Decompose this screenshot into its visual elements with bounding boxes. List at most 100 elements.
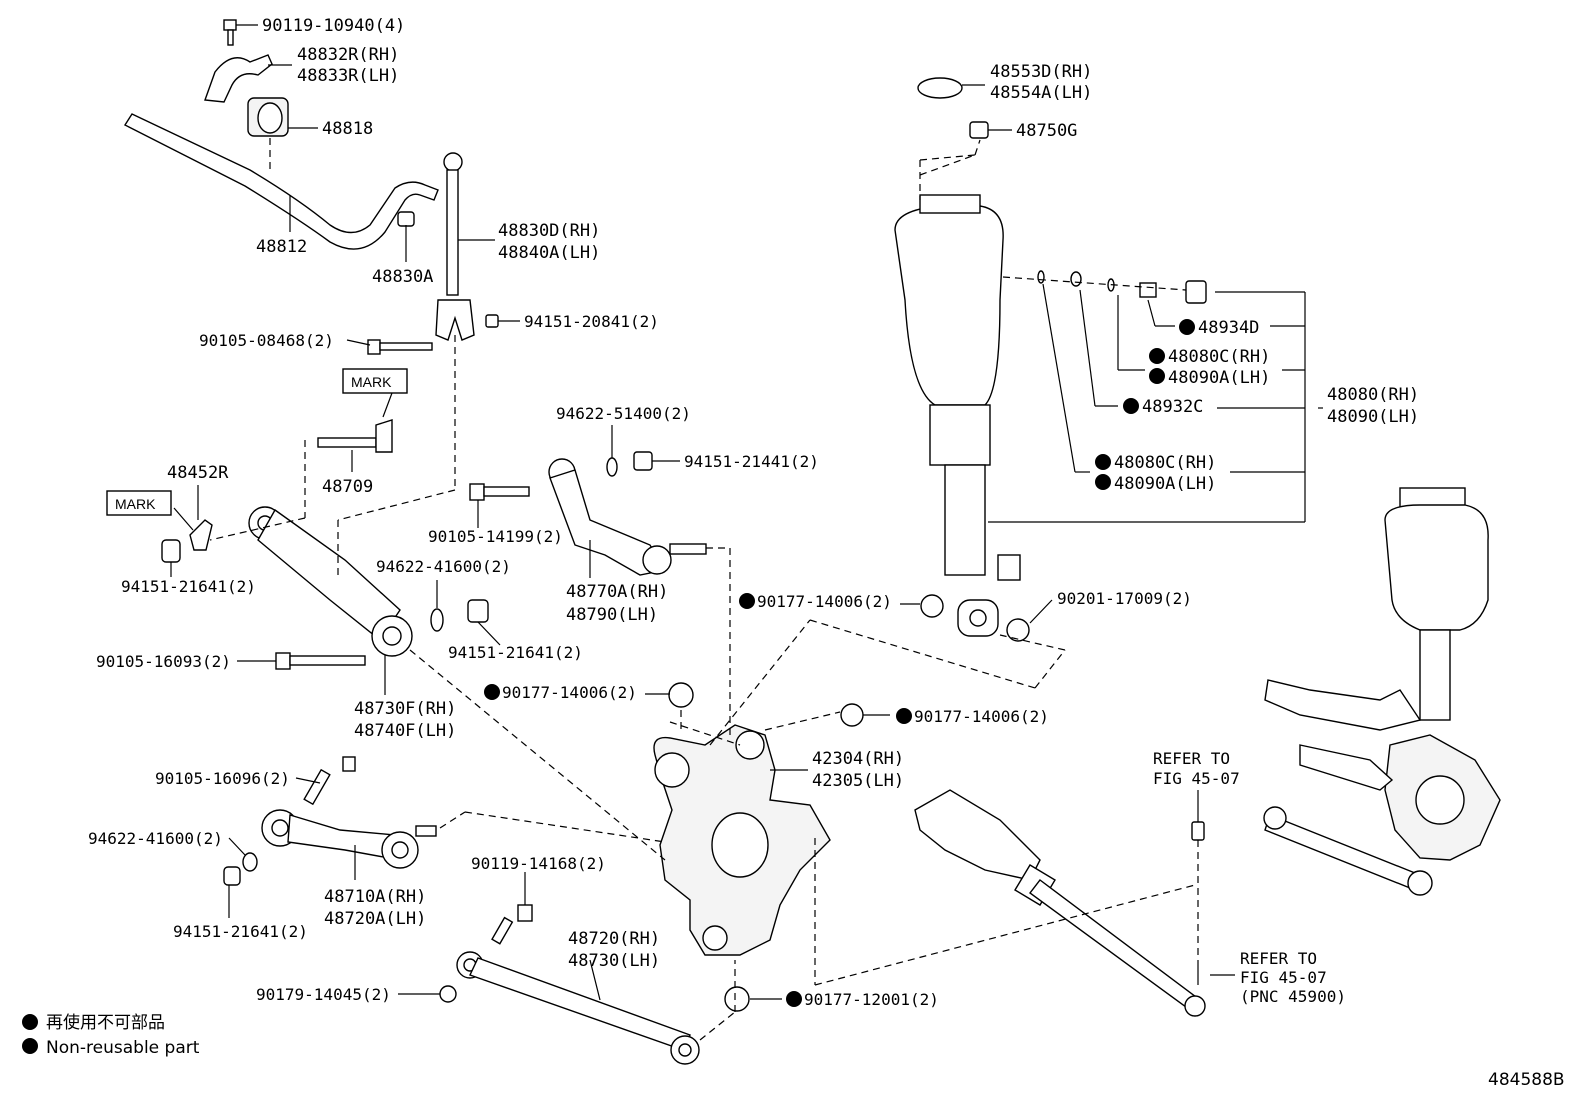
nut-90177-14006-c xyxy=(920,594,944,618)
nut-48750g xyxy=(969,121,989,139)
cam-plate-48452r xyxy=(189,519,213,551)
refer-note-2-line1: REFER TO xyxy=(1240,949,1317,968)
knuckle-42304 xyxy=(653,724,831,956)
mark-label-2: MARK xyxy=(115,496,156,512)
drive-shaft-assembly xyxy=(914,789,1206,1017)
label-94151-21641-c: 94151-21641(2) xyxy=(173,922,308,941)
washer-94622-51400 xyxy=(606,457,618,477)
clip-48934d xyxy=(1139,282,1157,298)
refer-note-2-line3: (PNC 45900) xyxy=(1240,987,1346,1006)
lower-arm-48710a xyxy=(261,809,437,869)
label-48750g: 48750G xyxy=(1016,121,1077,141)
non-reusable-bullets xyxy=(22,319,1195,1054)
cap-connector xyxy=(1185,280,1207,304)
nut-90179-14045 xyxy=(439,985,457,1003)
label-90119-14168: 90119-14168(2) xyxy=(471,854,606,873)
nut-48830a xyxy=(397,211,415,227)
label-48830a: 48830A xyxy=(372,267,433,287)
washer-90201-17009 xyxy=(1006,618,1030,642)
nut-94151-20841 xyxy=(485,314,499,328)
label-90105-16093: 90105-16093(2) xyxy=(96,652,231,671)
label-94622-51400: 94622-51400(2) xyxy=(556,404,691,423)
lower-arm-48720 xyxy=(456,951,700,1065)
o-ring-48080c-b xyxy=(1037,270,1045,284)
refer-note-2-line2: FIG 45-07 xyxy=(1240,968,1327,987)
label-42305: 42305(LH) xyxy=(812,771,904,791)
label-48790: 48790(LH) xyxy=(566,605,658,625)
bolt-90105-14199 xyxy=(469,483,530,501)
dashed-connectors xyxy=(209,138,1199,1041)
label-48710a: 48710A(RH) xyxy=(324,887,426,907)
nut-94151-21641-a xyxy=(161,539,181,563)
leader-lines xyxy=(170,24,1323,1001)
label-48720a: 48720A(LH) xyxy=(324,909,426,929)
label-94151-21641-b: 94151-21641(2) xyxy=(448,643,583,662)
label-48832r: 48832R(RH) xyxy=(297,45,399,65)
label-90119-10940: 90119-10940(4) xyxy=(262,16,405,36)
label-94151-21441: 94151-21441(2) xyxy=(684,452,819,471)
label-90177-12001: 90177-12001(2) xyxy=(804,990,939,1009)
label-48840a: 48840A(LH) xyxy=(498,243,600,263)
label-48080: 48080(RH) xyxy=(1327,385,1419,405)
label-90177-14006-a: 90177-14006(2) xyxy=(502,683,637,702)
label-48452r: 48452R xyxy=(167,463,229,483)
label-48833r: 48833R(LH) xyxy=(297,66,399,86)
label-48709: 48709 xyxy=(322,477,373,497)
lower-arm-48730f xyxy=(248,506,413,657)
legend: 再使用不可部品 Non-reusable part xyxy=(46,1012,200,1058)
label-48554a: 48554A(LH) xyxy=(990,83,1092,103)
label-90177-14006-b: 90177-14006(2) xyxy=(914,707,1049,726)
mark-box-1 xyxy=(342,368,408,394)
refer-note-1-line2: FIG 45-07 xyxy=(1153,769,1240,788)
label-48720: 48720(RH) xyxy=(568,929,660,949)
assembled-suspension-view xyxy=(1263,487,1501,896)
label-90177-14006-c: 90177-14006(2) xyxy=(757,592,892,611)
bolt-90119-14168 xyxy=(491,904,533,945)
bracket-48832r xyxy=(204,54,273,103)
nut-90177-12001 xyxy=(724,986,750,1012)
label-90201-17009: 90201-17009(2) xyxy=(1057,589,1192,608)
label-48770a: 48770A(RH) xyxy=(566,582,668,602)
cap-48553d xyxy=(917,77,963,99)
nut-94151-21641-c xyxy=(223,866,241,886)
washer-94622-41600-b xyxy=(242,852,258,872)
nut-90177-14006-b xyxy=(840,703,864,727)
stabilizer-link-48830d xyxy=(435,152,475,341)
label-48090a-b: 48090A(LH) xyxy=(1114,474,1216,494)
nut-90177-14006-a xyxy=(668,682,694,708)
label-48818: 48818 xyxy=(322,119,373,139)
label-48090: 48090(LH) xyxy=(1327,407,1419,427)
label-90105-14199: 90105-14199(2) xyxy=(428,527,563,546)
bolt-90105-16096 xyxy=(303,756,356,806)
label-48740f: 48740F(LH) xyxy=(354,721,456,741)
label-48730: 48730(LH) xyxy=(568,951,660,971)
bolt-90105-16093 xyxy=(275,652,366,670)
label-48090a-a: 48090A(LH) xyxy=(1168,368,1270,388)
mark-label-1: MARK xyxy=(351,374,392,390)
label-94151-20841: 94151-20841(2) xyxy=(524,312,659,331)
label-94622-41600-b: 94622-41600(2) xyxy=(88,829,223,848)
nut-94151-21441 xyxy=(633,451,653,471)
washer-94622-41600-a xyxy=(430,608,444,632)
label-90105-08468: 90105-08468(2) xyxy=(199,331,334,350)
bolt-90119-10940 xyxy=(223,19,237,46)
label-48553d: 48553D(RH) xyxy=(990,62,1092,82)
o-ring-48932c xyxy=(1070,271,1082,287)
label-48830d: 48830D(RH) xyxy=(498,221,600,241)
label-48812: 48812 xyxy=(256,237,307,257)
legend-english: Non-reusable part xyxy=(46,1038,200,1058)
label-94622-41600-a: 94622-41600(2) xyxy=(376,557,511,576)
cam-bolt-48709 xyxy=(317,419,393,453)
air-spring-absorber-48080 xyxy=(894,194,1021,637)
refer-note-1-line1: REFER TO xyxy=(1153,749,1230,768)
diagram-id: 484588B xyxy=(1488,1070,1565,1090)
legend-japanese: 再使用不可部品 xyxy=(46,1012,165,1033)
stabilizer-bar-48812 xyxy=(123,113,439,250)
upper-arm-48770a xyxy=(548,458,707,576)
nut-94151-21641-b xyxy=(467,599,489,623)
label-48080c-a: 48080C(RH) xyxy=(1168,347,1270,367)
label-90179-14045: 90179-14045(2) xyxy=(256,985,391,1004)
label-48730f: 48730F(RH) xyxy=(354,699,456,719)
label-48932c: 48932C xyxy=(1142,397,1203,417)
